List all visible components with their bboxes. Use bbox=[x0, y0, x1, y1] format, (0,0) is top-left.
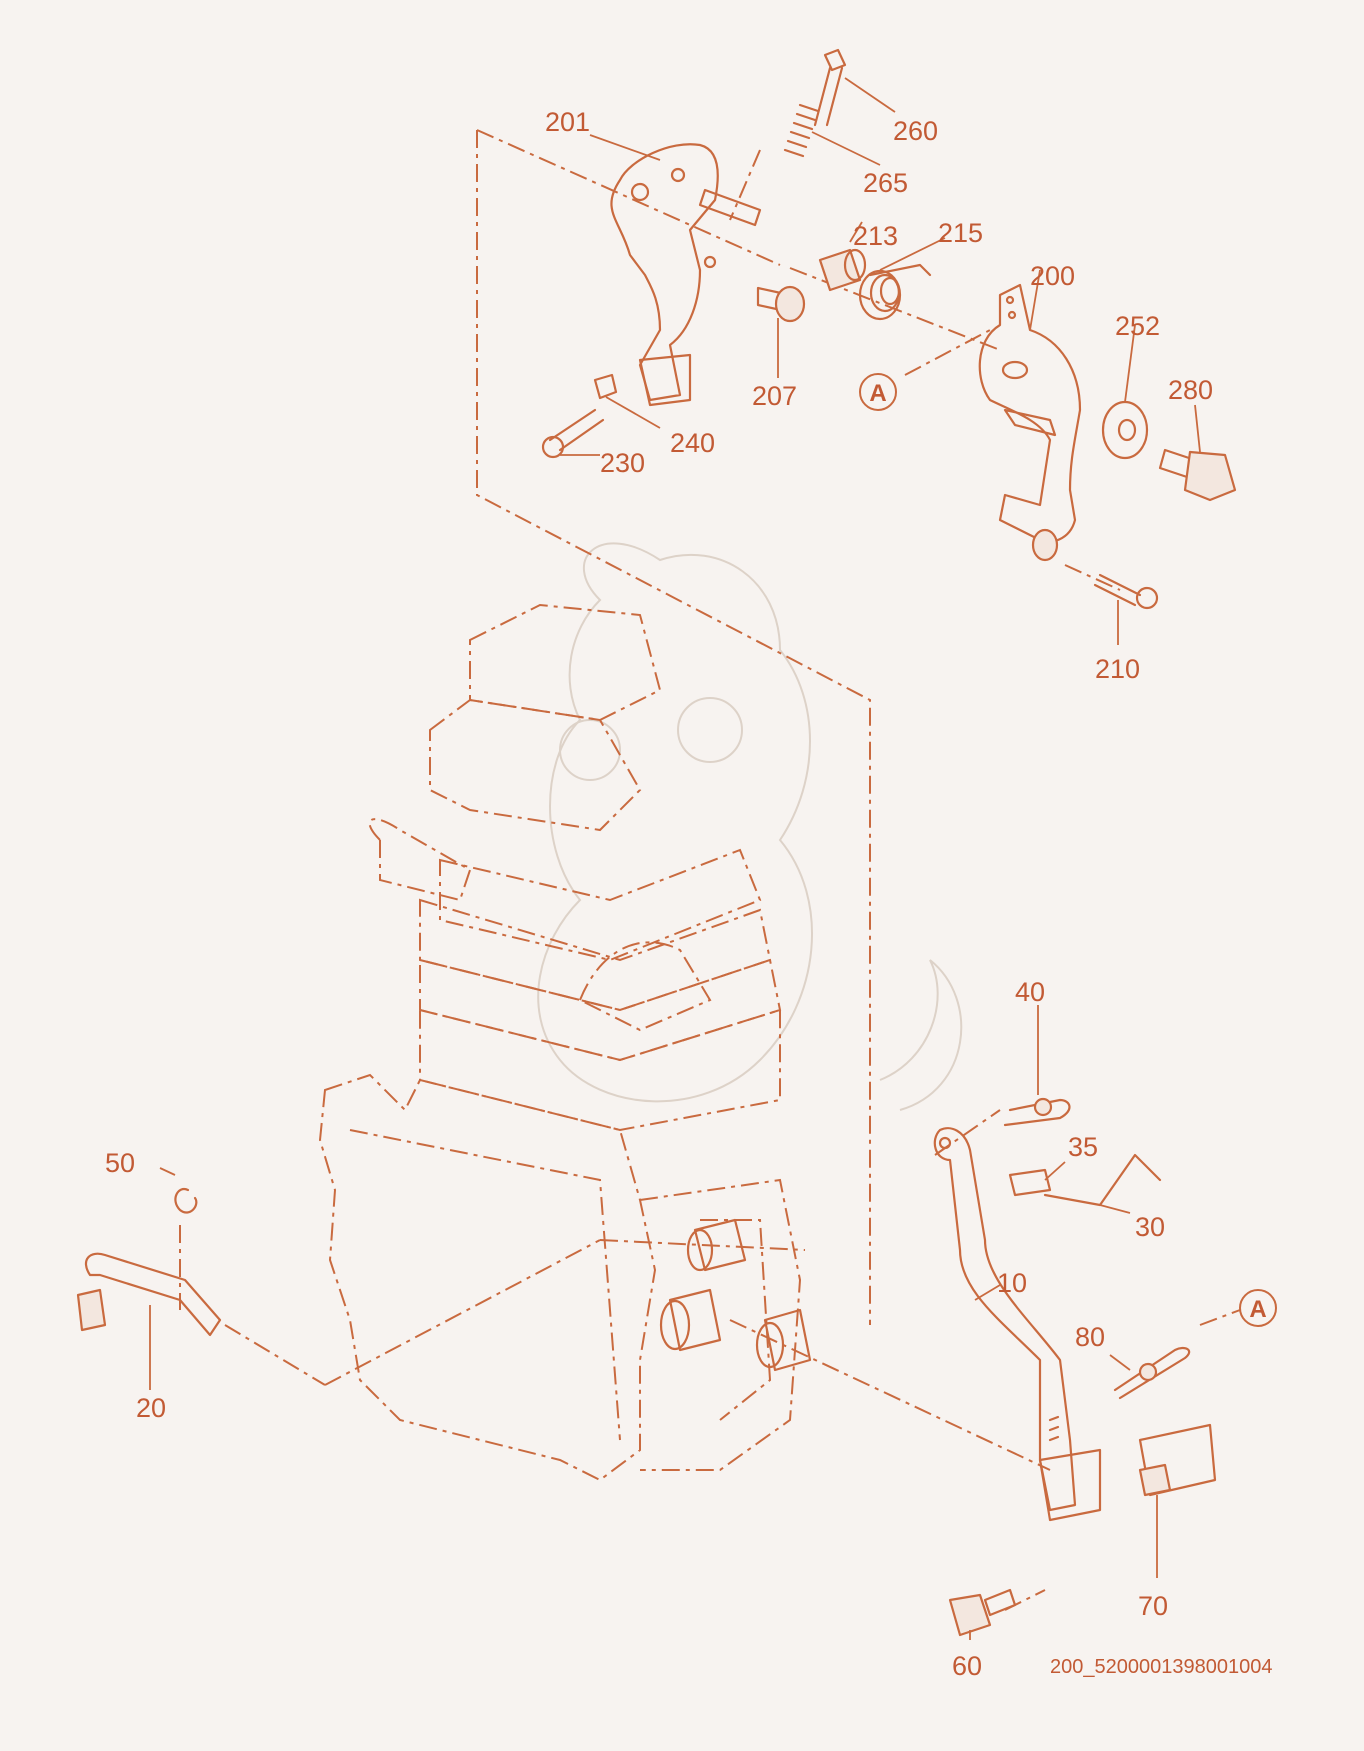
ref-mark-a-upper: A bbox=[859, 373, 897, 411]
svg-text:A: A bbox=[869, 380, 886, 407]
callout-30: 30 bbox=[1135, 1212, 1165, 1242]
clip-50 bbox=[174, 1187, 198, 1214]
plate-70 bbox=[1138, 1423, 1217, 1497]
callout-260: 260 bbox=[893, 116, 938, 146]
washer-252 bbox=[1101, 400, 1149, 460]
callout-200: 200 bbox=[1030, 261, 1075, 291]
callout-70: 70 bbox=[1138, 1591, 1168, 1621]
rod-30 bbox=[1043, 1153, 1162, 1207]
rod-20 bbox=[76, 1252, 222, 1337]
bolt-207 bbox=[756, 285, 806, 323]
nut-240 bbox=[593, 373, 618, 400]
callout-213: 213 bbox=[853, 221, 898, 251]
callout-10: 10 bbox=[997, 1268, 1027, 1298]
watermark bbox=[537, 542, 963, 1111]
callout-201: 201 bbox=[545, 107, 590, 137]
spring-40 bbox=[1003, 1097, 1071, 1127]
spring-80 bbox=[1113, 1346, 1191, 1400]
callout-50: 50 bbox=[105, 1148, 135, 1178]
callout-280: 280 bbox=[1168, 375, 1213, 405]
bolt-60 bbox=[948, 1588, 1017, 1637]
callout-20: 20 bbox=[136, 1393, 166, 1423]
callout-252: 252 bbox=[1115, 311, 1160, 341]
spring-265 bbox=[783, 103, 820, 158]
bolt-280 bbox=[1158, 448, 1237, 502]
bolt-260 bbox=[813, 48, 847, 127]
svg-text:A: A bbox=[1249, 1296, 1266, 1323]
callout-35: 35 bbox=[1068, 1132, 1098, 1162]
bushings bbox=[659, 1218, 812, 1372]
bracket-201 bbox=[610, 143, 762, 407]
callout-210: 210 bbox=[1095, 654, 1140, 684]
callout-240: 240 bbox=[670, 428, 715, 458]
callout-265: 265 bbox=[863, 168, 908, 198]
screw-230 bbox=[541, 408, 605, 459]
assembly-lines bbox=[179, 129, 1241, 1611]
ref-mark-a-lower: A bbox=[1239, 1289, 1277, 1327]
callout-230: 230 bbox=[600, 448, 645, 478]
callout-40: 40 bbox=[1015, 977, 1045, 1007]
callout-60: 60 bbox=[952, 1651, 982, 1681]
reference-code: 200_5200001398001004 bbox=[1050, 1656, 1272, 1678]
callout-labels: 201 260 265 213 215 200 252 280 207 240 … bbox=[105, 107, 1272, 1681]
clip-35 bbox=[1008, 1168, 1052, 1197]
collar-213 bbox=[818, 248, 867, 292]
engine-block bbox=[318, 603, 802, 1482]
spring-215 bbox=[858, 263, 932, 321]
lever-200 bbox=[978, 283, 1082, 562]
callout-80: 80 bbox=[1075, 1322, 1105, 1352]
callout-leaders bbox=[149, 77, 1201, 1640]
callout-215: 215 bbox=[938, 218, 983, 248]
lever-10 bbox=[933, 1127, 1102, 1522]
screw-210 bbox=[1093, 573, 1159, 610]
callout-207: 207 bbox=[752, 381, 797, 411]
